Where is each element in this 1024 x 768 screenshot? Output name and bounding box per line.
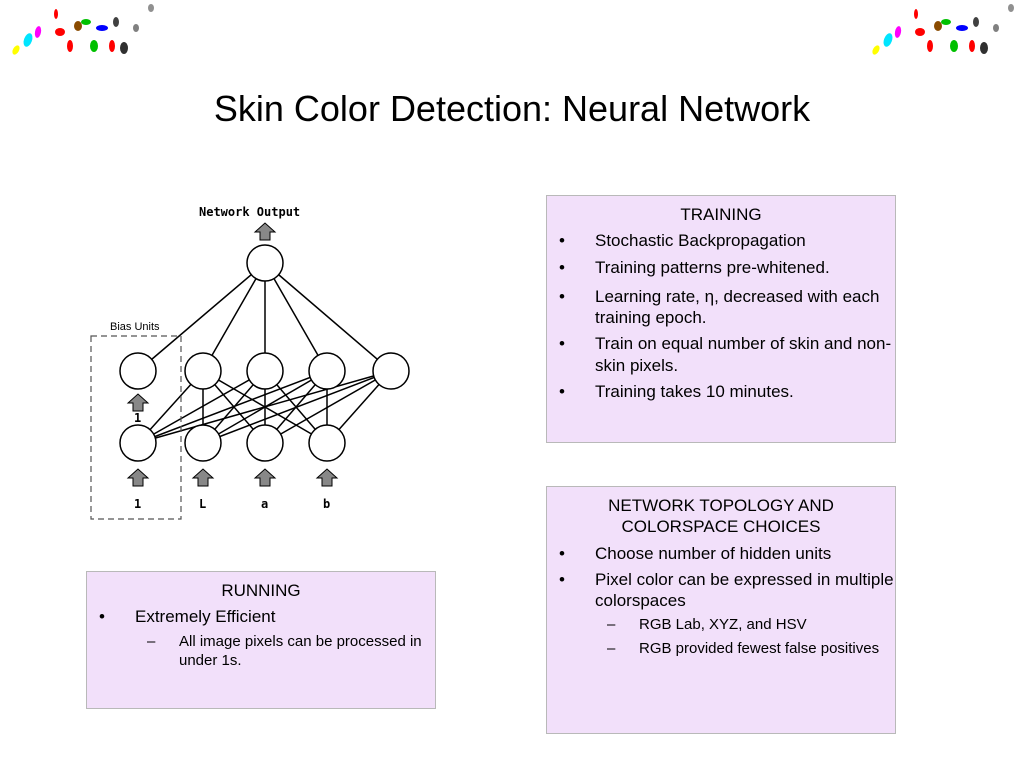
input-arrow-icon [315,468,339,487]
input-bias-unit [119,424,157,462]
hidden-bias-input-label: 1 [134,411,141,425]
list-item: •Stochastic Backpropagation [559,231,806,251]
hidden-unit [184,352,222,390]
topology-list: •Choose number of hidden units •Pixel co… [547,543,895,659]
list-item: –RGB provided fewest false positives [607,639,880,657]
input-label-l: L [199,497,206,511]
subbullet-text: All image pixels can be processed in und… [179,632,422,670]
bullet-text: Learning rate, η, decreased with each tr… [595,286,880,327]
list-item: •Train on equal number of skin and non-s… [559,334,892,375]
list-item: •Extremely Efficient [99,607,276,627]
running-box: RUNNING •Extremely Efficient –All image … [86,571,436,709]
training-list: •Stochastic Backpropagation •Training pa… [547,230,895,402]
bullet-text: Stochastic Backpropagation [595,231,806,251]
training-box: TRAINING •Stochastic Backpropagation •Tr… [546,195,896,443]
bullet-text: Extremely Efficient [135,607,276,627]
output-arrow-icon [253,222,277,241]
subbullet-text: RGB Lab, XYZ, and HSV [639,616,807,634]
hidden-unit [372,352,410,390]
bullet-text: Choose number of hidden units [595,543,832,563]
slide-title: Skin Color Detection: Neural Network [213,88,811,129]
neural-network-diagram: Bias Units Network Output 1 1 L a b [90,205,410,520]
list-item: •Training patterns pre-whitened. [559,257,830,277]
input-label-a: a [261,497,268,511]
list-item: •Pixel color can be expressed in multipl… [559,569,894,610]
output-unit [246,244,284,282]
colorful-blobs-logo-right [872,4,1014,55]
list-item: –RGB Lab, XYZ, and HSV [607,616,807,634]
subbullet-text: RGB provided fewest false positives [639,639,880,657]
input-arrow-icon [253,468,277,487]
input-label-b: b [323,497,330,511]
hidden-unit [246,352,284,390]
bullet-text: Pixel color can be expressed in multiple… [595,569,894,610]
hidden-bias-arrow-icon [126,393,150,412]
list-item: •Learning rate, η, decreased with each t… [559,286,880,327]
input-arrow-icon [126,468,150,487]
bullet-text: Training patterns pre-whitened. [595,257,830,277]
hidden-bias-unit [119,352,157,390]
training-heading: TRAINING [680,205,762,224]
list-item: •Choose number of hidden units [559,543,832,563]
input-label-1: 1 [134,497,141,511]
topology-heading: NETWORK TOPOLOGY AND COLORSPACE CHOICES [608,496,834,537]
bias-units-box [90,335,182,520]
bias-units-label: Bias Units [110,321,160,333]
bullet-text: Train on equal number of skin and non-sk… [595,334,892,375]
input-arrow-icon [191,468,215,487]
input-unit-b [308,424,346,462]
list-item: –All image pixels can be processed in un… [147,632,422,670]
running-heading: RUNNING [221,581,301,600]
colorful-blobs-logo-left [12,4,154,55]
input-unit-a [246,424,284,462]
input-unit-l [184,424,222,462]
bullet-text: Training takes 10 minutes. [595,381,794,401]
hidden-unit [308,352,346,390]
network-output-label: Network Output [199,205,300,219]
list-item: •Training takes 10 minutes. [559,381,794,401]
running-list: •Extremely Efficient –All image pixels c… [87,606,435,670]
topology-box: NETWORK TOPOLOGY AND COLORSPACE CHOICES … [546,486,896,734]
